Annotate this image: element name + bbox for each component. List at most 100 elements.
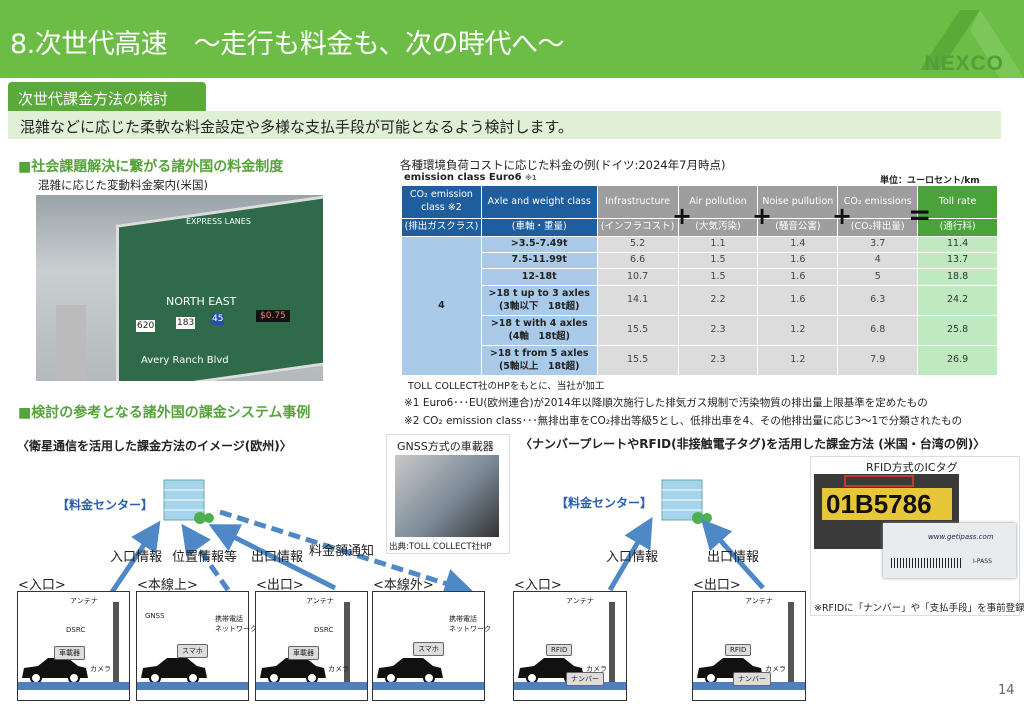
header-cell: (騒音公害): [757, 218, 839, 237]
rfid-tag: RFID: [725, 644, 752, 656]
arrow-entry-info: [607, 517, 653, 592]
axle-cell: >18 t from 5 axles(5軸以上 18t超): [480, 345, 598, 376]
eu-arrows: [109, 509, 475, 598]
camera-label: カメラ: [765, 665, 786, 673]
header-cell: (車軸・重量): [480, 218, 598, 237]
header-cell: (排出ガスクラス): [401, 218, 482, 237]
section-title: 次世代課金方法の検討: [8, 82, 206, 112]
table-header-row-ja: (排出ガスクラス)(車軸・重量)(インフラコスト)(大気汚染)(騒音公害)(CO…: [401, 218, 998, 237]
dsrc-label: DSRC: [314, 626, 334, 634]
header-cell: CO₂ emission class ※2: [401, 185, 482, 219]
box-label-exit: <出口>: [693, 578, 741, 593]
camera-label: カメラ: [328, 665, 349, 673]
arrow-position-info: [181, 523, 231, 592]
arrow-label-position-info: 位置情報等: [172, 550, 238, 565]
plus-icon: +: [752, 202, 773, 230]
arrow-label-exit-info: 出口情報: [251, 550, 304, 565]
plus-icon: +: [832, 202, 853, 230]
road: [137, 682, 248, 690]
obu-tag: 車載器: [54, 646, 85, 660]
sign-destination: Avery Ranch Blvd: [141, 355, 229, 366]
arrow-entry-info: [109, 520, 161, 594]
plate-number: 01B5786: [822, 488, 952, 520]
antenna-pole: [344, 602, 350, 682]
arrow-label-entry-info: 入口情報: [110, 550, 163, 565]
mobile-network-label: 携帯電話 ネットワーク: [449, 615, 491, 633]
antenna-pole: [609, 602, 615, 682]
camera-label: カメラ: [586, 665, 607, 673]
arrow-exit-info: [208, 524, 337, 591]
antenna-label: アンテナ: [566, 597, 594, 605]
axle-cell: >18 t with 4 axles(4軸 18t超): [480, 315, 598, 346]
arrow-exit-info: [700, 518, 765, 590]
heading-foreign-systems: ■社会課題解決に繋がる諸外国の料金制度: [18, 159, 284, 175]
axle-cell: >3.5-7.49t: [480, 236, 598, 253]
gnss-label: GNSS: [145, 612, 165, 620]
toll-center-label: 【料金センター】: [556, 496, 653, 510]
air-cell: 2.2: [677, 285, 759, 316]
noise-cell: 1.6: [757, 285, 839, 316]
noise-cell: 1.4: [757, 236, 839, 253]
arrow-toll-notice: [219, 509, 475, 598]
box-label-exit: <出口>: [256, 578, 304, 593]
gnss-photo-panel: GNSS方式の車載器 出典:TOLL COLLECT社HP: [386, 434, 510, 554]
axle-cell: >18 t up to 3 axles(3軸以下 18t超): [480, 285, 598, 316]
rfid-photo-title: RFID方式のICタグ: [866, 461, 958, 474]
co2-cell: 4: [837, 252, 919, 269]
header-cell: Infrastructure: [596, 185, 679, 219]
box-label-entry: <入口>: [18, 578, 66, 593]
toll-rate-cell: 26.9: [917, 345, 998, 376]
photo-caption: 混雑に応じた変動料金案内(米国): [38, 178, 208, 192]
plus-icon: +: [672, 202, 693, 230]
noise-cell: 1.6: [757, 252, 839, 269]
road: [18, 682, 129, 690]
arrow-label-toll-notice: 料金額通知: [309, 544, 375, 559]
nexco-mark-icon: [920, 10, 1024, 78]
air-cell: 1.5: [677, 268, 759, 286]
toll-rate-cell: 24.2: [917, 285, 998, 316]
air-cell: 2.3: [677, 315, 759, 346]
car-icon: [141, 658, 207, 684]
co2-cell: 6.3: [837, 285, 919, 316]
camera-label: カメラ: [90, 665, 111, 673]
air-cell: 1.1: [677, 236, 759, 253]
note-euro6: ※1 Euro6･･･EU(欧州連合)が2014年以降順次施行した排気ガス規制で…: [404, 397, 928, 409]
table-unit: 単位：ユーロセント/km: [880, 176, 980, 186]
box-label-mainline: <本線上>: [137, 578, 198, 593]
header-cell: Air pollution: [677, 185, 759, 219]
infra-cell: 14.1: [596, 285, 679, 316]
antenna-label: アンテナ: [745, 597, 773, 605]
sign-price: $0.75: [256, 310, 290, 322]
car-icon: [377, 658, 443, 684]
gnss-photo-title: GNSS方式の車載器: [397, 440, 494, 453]
infra-cell: 10.7: [596, 268, 679, 286]
axle-cell: 12-18t: [480, 268, 598, 286]
noise-cell: 1.2: [757, 315, 839, 346]
toll-rate-cell: 13.7: [917, 252, 998, 269]
smartphone-tag: スマホ: [177, 644, 208, 658]
ipass-name: I-PASS: [973, 558, 992, 565]
ipass-tag-photo: www.getipass.com I-PASS: [883, 523, 1016, 578]
sign-top-text: EXPRESS LANES: [186, 217, 251, 226]
toll-rate-cell: 18.8: [917, 268, 998, 286]
rfid-tag: RFID: [546, 644, 573, 656]
gnss-photo-source: 出典:TOLL COLLECT社HP: [389, 542, 492, 552]
sign-route-183: 183: [176, 317, 196, 329]
infra-cell: 15.5: [596, 315, 679, 346]
co2-cell: 3.7: [837, 236, 919, 253]
noise-cell: 1.2: [757, 345, 839, 376]
table-title: 各種環境負荷コストに応じた料金の例(ドイツ:2024年7月時点): [400, 158, 726, 172]
smartphone-tag: スマホ: [413, 642, 444, 656]
sign-route-620: 620: [136, 320, 156, 332]
ipass-url: www.getipass.com: [928, 533, 994, 541]
sign-direction: NORTH EAST: [166, 295, 237, 308]
